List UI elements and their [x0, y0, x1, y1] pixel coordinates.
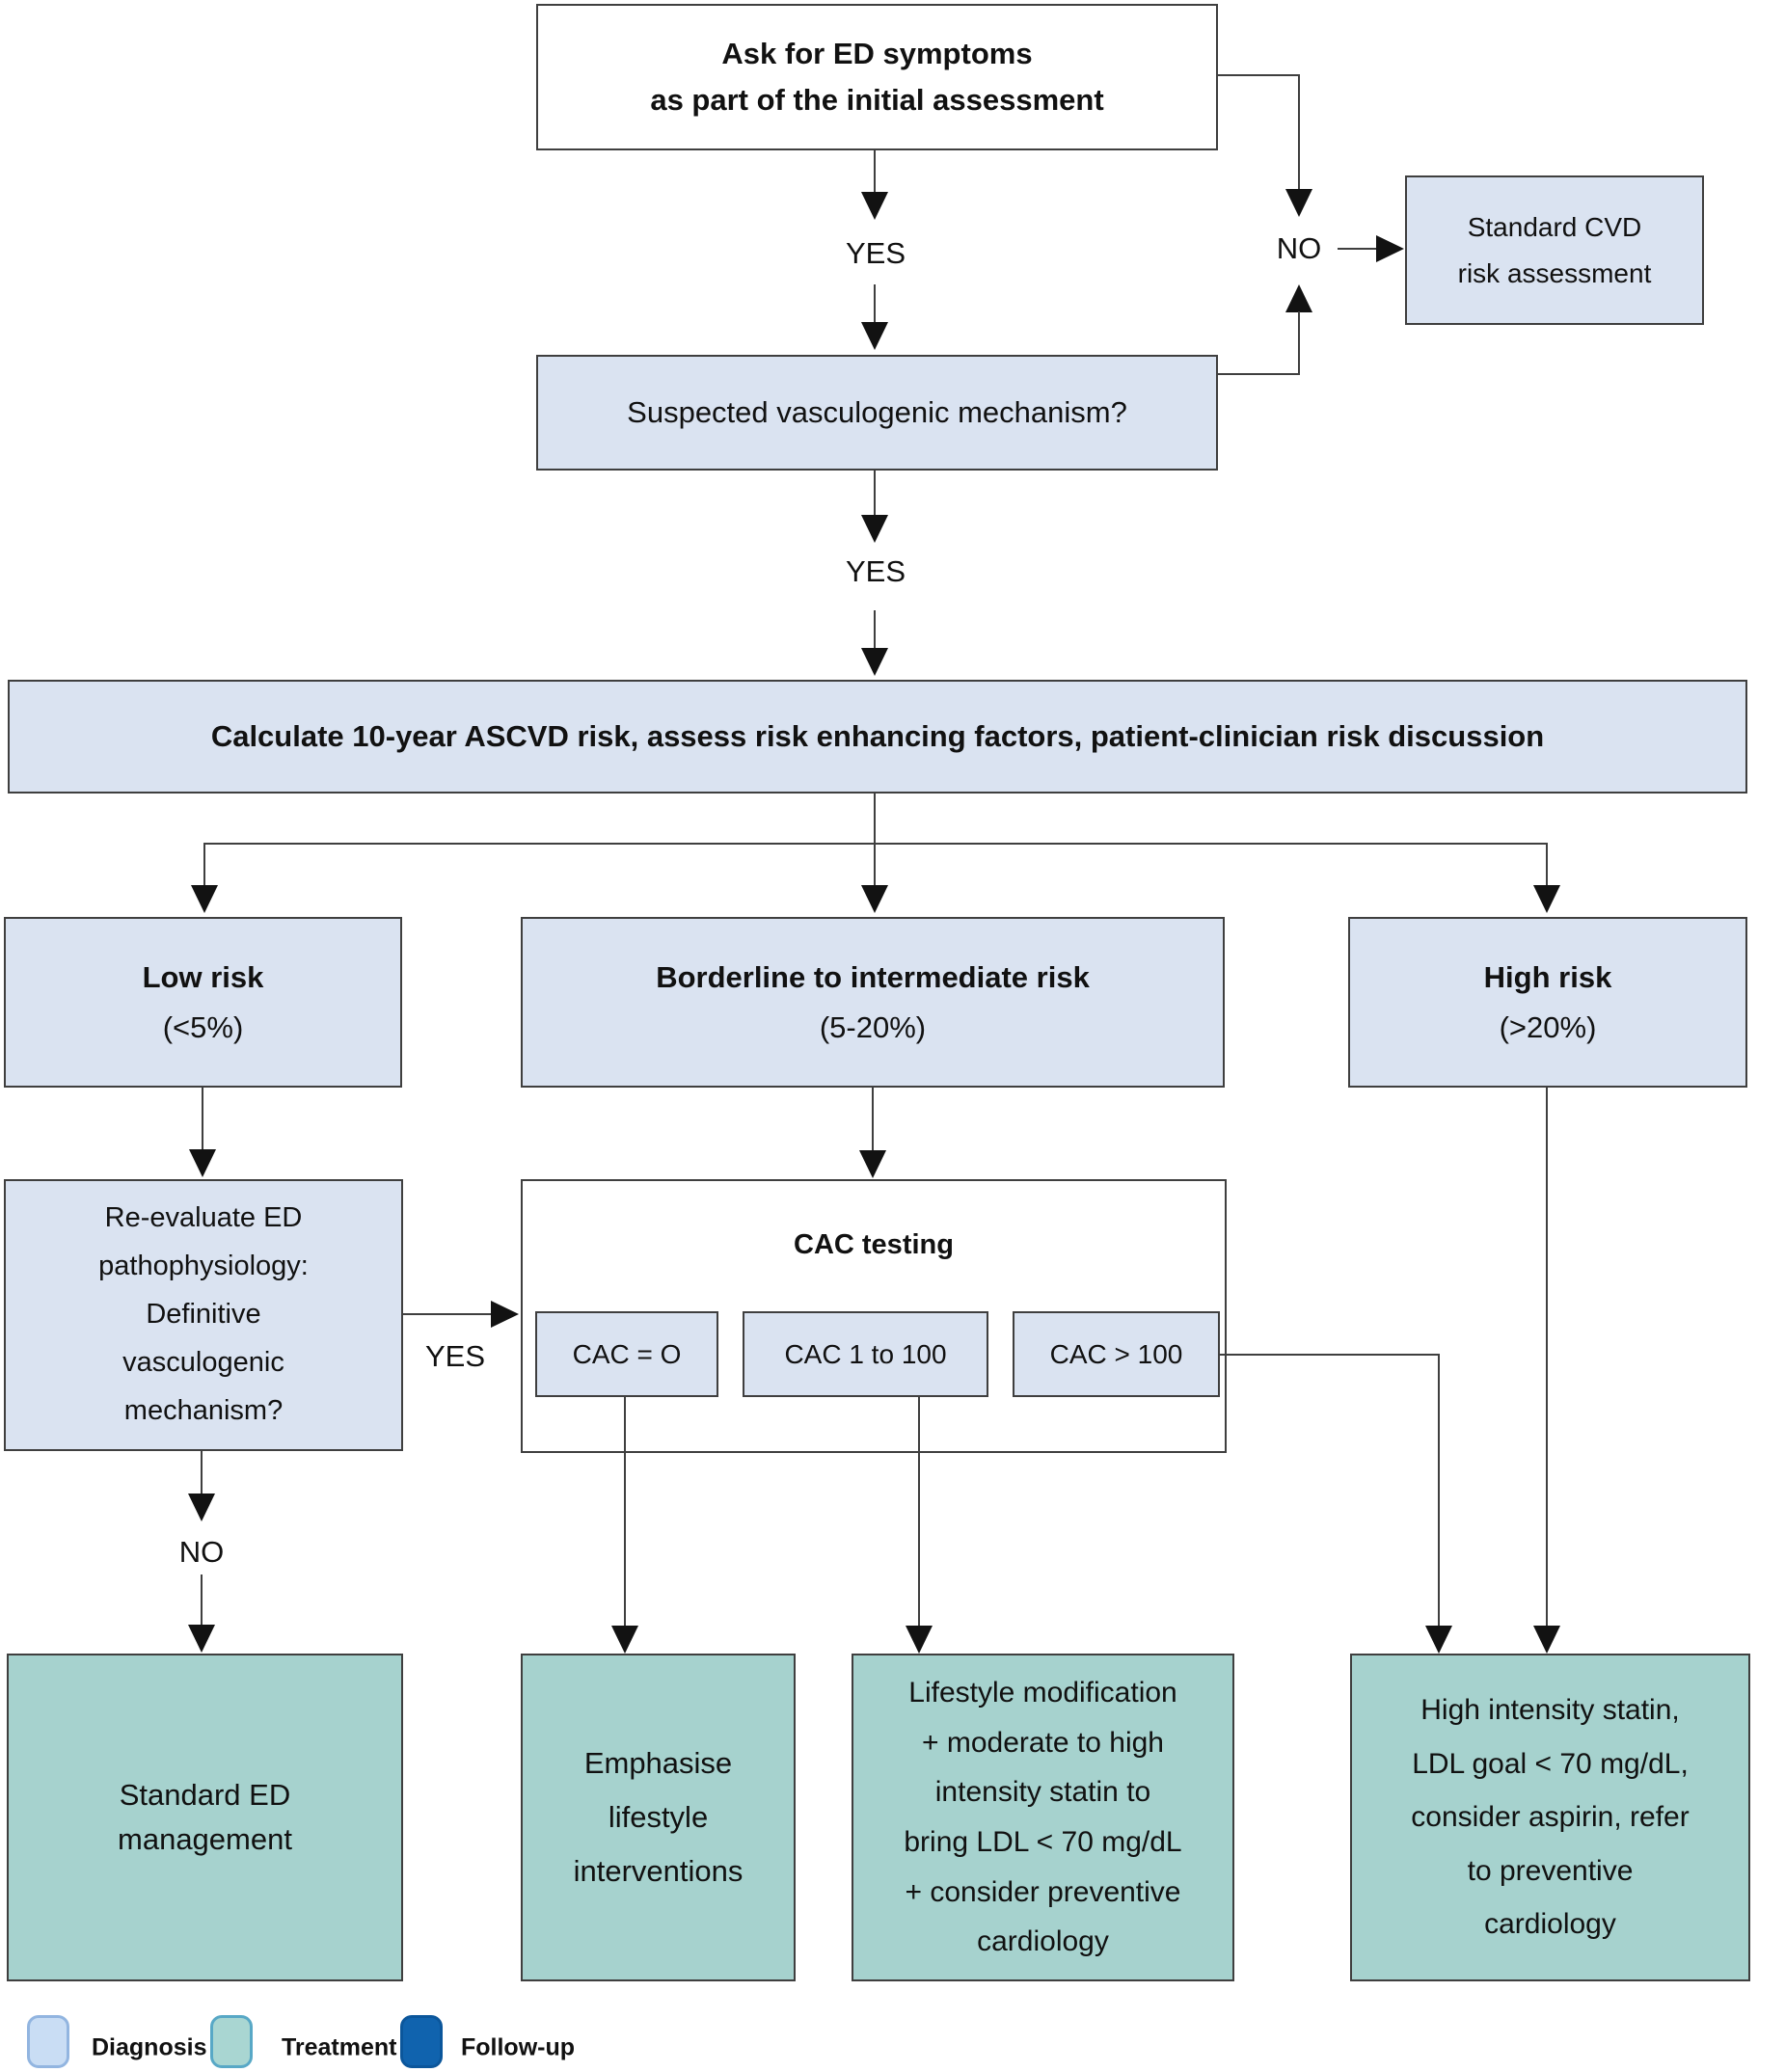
legend-diagnosis-label: Diagnosis: [92, 2033, 207, 2061]
node-borderline-risk-title: Borderline to intermediate risk: [656, 960, 1090, 995]
arrow-suspected-down-1: [861, 515, 888, 543]
legend-followup-label: Follow-up: [461, 2033, 576, 2061]
connector-cac-1-100-down: [918, 1397, 920, 1627]
connector-ask-down-1: [874, 150, 876, 194]
node-cac-testing-title: CAC testing: [794, 1229, 954, 1260]
node-standard-ed-management: Standard ED management: [7, 1654, 403, 1981]
node-cac-gt-100: CAC > 100: [1013, 1311, 1220, 1397]
node-lifestyle-modification-text: Lifestyle modification + moderate to hig…: [904, 1677, 1182, 1958]
node-cac-1-100-text: CAC 1 to 100: [784, 1338, 947, 1369]
node-lifestyle-modification: Lifestyle modification + moderate to hig…: [852, 1654, 1234, 1981]
node-low-risk-title: Low risk: [142, 960, 264, 995]
node-cac-gt-100-text: CAC > 100: [1049, 1338, 1183, 1369]
connector-cac-zero-down: [624, 1397, 626, 1627]
connector-borderline-down: [872, 1088, 874, 1151]
connector-suspected-no-right: [1218, 373, 1300, 375]
node-standard-cvd-risk: Standard CVD risk assessment: [1405, 175, 1704, 325]
node-reevaluate-ed: Re-evaluate ED pathophysiology: Definiti…: [4, 1179, 403, 1451]
label-yes-cac: YES: [424, 1339, 486, 1373]
connector-suspected-down-2: [874, 610, 876, 649]
node-cac-1-100: CAC 1 to 100: [743, 1311, 988, 1397]
legend-diagnosis-swatch: [27, 2015, 69, 2068]
node-low-risk: Low risk (<5%): [4, 917, 402, 1088]
node-high-risk: High risk (>20%): [1348, 917, 1747, 1088]
arrow-cac-1-100: [906, 1626, 933, 1654]
arrow-suspected-down-2: [861, 648, 888, 676]
connector-reeval-no-down-1: [201, 1451, 203, 1494]
arrow-no-up: [1285, 284, 1312, 312]
node-borderline-risk: Borderline to intermediate risk (5-20%): [521, 917, 1225, 1088]
label-no-top: NO: [1276, 231, 1322, 265]
node-cac-zero-text: CAC = O: [572, 1338, 682, 1369]
connector-ask-no-right: [1218, 74, 1300, 76]
arrow-borderline-down: [859, 1150, 886, 1178]
node-calculate-ascvd-text: Calculate 10-year ASCVD risk, assess ris…: [210, 718, 1545, 753]
legend-treatment-swatch: [210, 2015, 253, 2068]
arrow-branch-left: [191, 885, 218, 913]
node-ask-ed-symptoms-text: Ask for ED symptoms as part of the initi…: [650, 36, 1104, 117]
arrow-reeval-no-2: [188, 1625, 215, 1653]
connector-branch-right-down: [1546, 843, 1548, 886]
connector-ask-down-2: [874, 284, 876, 323]
node-suspected-vasculogenic-text: Suspected vasculogenic mechanism?: [627, 394, 1127, 429]
connector-branch-left-down: [203, 843, 205, 886]
connector-no-down: [1298, 74, 1300, 190]
label-yes-mid: YES: [845, 554, 906, 588]
node-reevaluate-ed-text: Re-evaluate ED pathophysiology: Definiti…: [98, 1202, 309, 1426]
node-calculate-ascvd: Calculate 10-year ASCVD risk, assess ris…: [8, 680, 1747, 794]
arrow-reeval-no-1: [188, 1493, 215, 1521]
connector-lowrisk-down: [202, 1088, 203, 1150]
node-emphasise-lifestyle: Emphasise lifestyle interventions: [521, 1654, 796, 1981]
connector-branch-horizontal: [203, 843, 1548, 845]
arrow-cac-gt-100: [1425, 1626, 1452, 1654]
node-high-risk-title: High risk: [1483, 960, 1612, 995]
node-high-risk-subtitle: (>20%): [1499, 1009, 1597, 1044]
node-borderline-risk-subtitle: (5-20%): [819, 1009, 927, 1044]
connector-highrisk-down: [1546, 1088, 1548, 1627]
node-high-intensity-statin: High intensity statin, LDL goal < 70 mg/…: [1350, 1654, 1750, 1981]
label-no-reeval: NO: [178, 1535, 225, 1569]
arrow-lowrisk-down: [189, 1149, 216, 1177]
arrow-ask-down-2: [861, 322, 888, 350]
connector-cac-gt-100-down: [1438, 1354, 1440, 1627]
node-emphasise-lifestyle-text: Emphasise lifestyle interventions: [573, 1746, 744, 1888]
arrow-reeval-yes: [491, 1301, 519, 1328]
legend-followup-swatch: [400, 2015, 443, 2068]
arrow-no-to-cvd: [1376, 235, 1404, 262]
node-standard-ed-management-text: Standard ED management: [118, 1777, 292, 1857]
connector-suspected-no-up: [1298, 311, 1300, 375]
connector-suspected-down-1: [874, 471, 876, 516]
node-ask-ed-symptoms: Ask for ED symptoms as part of the initi…: [536, 4, 1218, 150]
arrow-ask-down-1: [861, 192, 888, 220]
node-standard-cvd-risk-text: Standard CVD risk assessment: [1457, 211, 1652, 288]
arrow-no-down: [1285, 189, 1312, 217]
connector-cac-gt-100-right: [1220, 1354, 1440, 1356]
node-high-intensity-statin-text: High intensity statin, LDL goal < 70 mg/…: [1411, 1694, 1690, 1941]
label-yes-top: YES: [845, 236, 906, 270]
connector-no-to-cvd: [1338, 248, 1378, 250]
node-low-risk-subtitle: (<5%): [162, 1009, 244, 1044]
arrow-calc-center: [861, 885, 888, 913]
arrow-highrisk-down: [1533, 1626, 1560, 1654]
legend-treatment-label: Treatment: [282, 2033, 397, 2061]
arrow-branch-right: [1533, 885, 1560, 913]
connector-calc-down: [874, 794, 876, 886]
node-suspected-vasculogenic: Suspected vasculogenic mechanism?: [536, 355, 1218, 471]
arrow-cac-zero: [611, 1626, 638, 1654]
node-cac-zero: CAC = O: [535, 1311, 718, 1397]
connector-reeval-yes-right: [403, 1313, 492, 1315]
connector-reeval-no-down-2: [201, 1574, 203, 1626]
